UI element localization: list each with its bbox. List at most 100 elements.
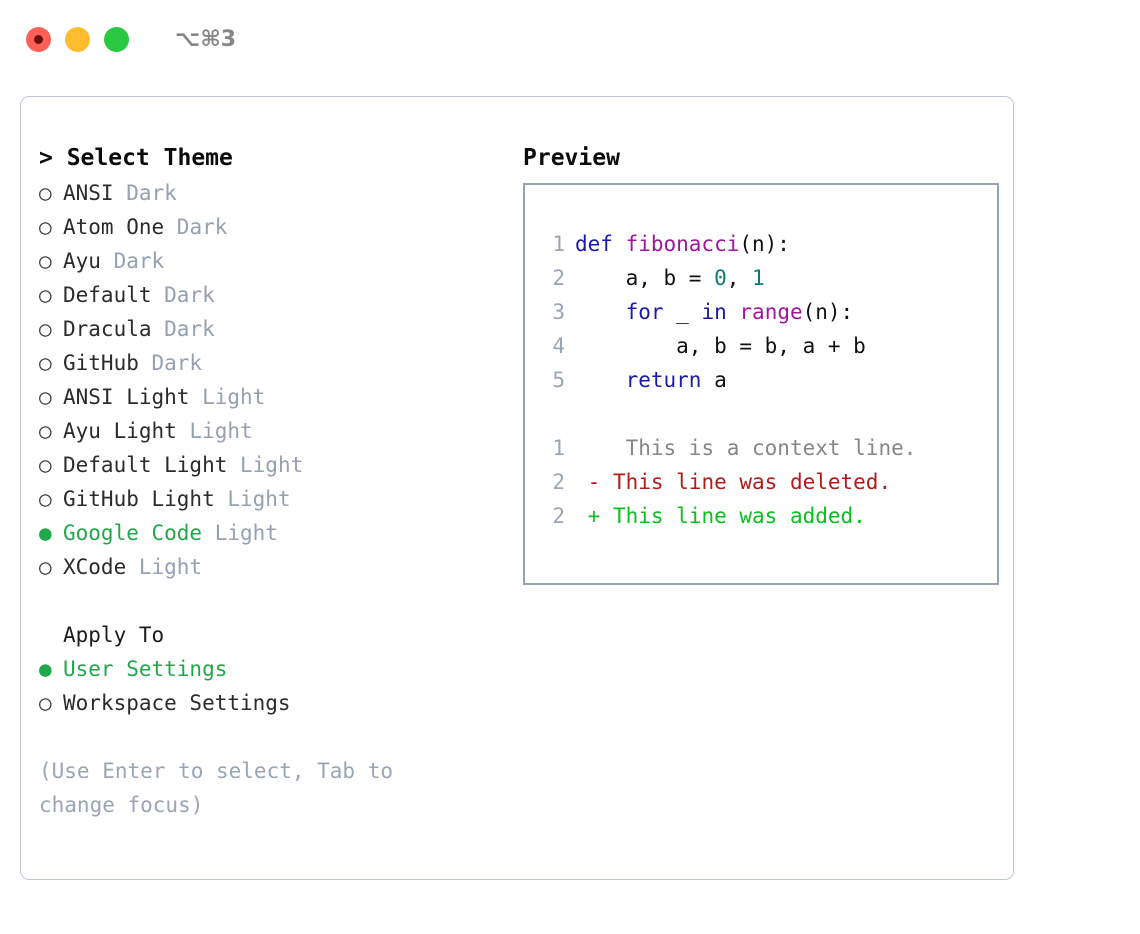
- code-line: 2 a, b = 0, 1: [541, 261, 997, 295]
- theme-list-item[interactable]: ○ANSI Dark: [39, 176, 509, 210]
- code-token-kw: for: [625, 300, 664, 324]
- code-line: 5 return a: [541, 363, 997, 397]
- apply-to-heading: Apply To: [63, 623, 165, 647]
- theme-list-item[interactable]: ○ ANSI Light Light: [39, 380, 509, 414]
- radio-unselected-icon: ○: [39, 453, 52, 477]
- line-number: 1: [552, 436, 565, 460]
- apply-to-option[interactable]: ○ Workspace Settings: [39, 686, 509, 720]
- radio-selected-icon: ●: [39, 521, 52, 545]
- theme-name-label: Default Light: [63, 453, 228, 477]
- radio-unselected-icon: ○: [39, 283, 52, 307]
- theme-list[interactable]: ○ ANSI Dark ○ Atom One Dark ○ Ayu Dark ○ Defaul…: [39, 176, 509, 584]
- diff-marker: +: [575, 504, 601, 528]
- code-token-num: 0: [714, 266, 727, 290]
- apply-to-label: Workspace Settings: [63, 691, 291, 715]
- theme-list-item[interactable]: ● Google Code Light: [39, 516, 509, 550]
- theme-name-label: ANSI Light: [63, 385, 190, 409]
- code-line: 3 for _ in range(n):: [541, 295, 997, 329]
- radio-unselected-icon: ○: [39, 555, 52, 579]
- code-token-var: a, b =: [575, 266, 715, 290]
- radio-unselected-icon: ○: [39, 385, 52, 409]
- radio-unselected-icon: ○: [39, 691, 52, 715]
- diff-marker: -: [575, 470, 601, 494]
- theme-name-label: Atom One: [63, 215, 165, 239]
- code-token-var: [727, 300, 740, 324]
- theme-list-item[interactable]: ○GitHub Dark: [39, 346, 509, 380]
- diff-line: 2 - This line was deleted.: [541, 465, 997, 499]
- code-token-var: [575, 300, 626, 324]
- diff-text: This line was added.: [600, 504, 866, 528]
- code-token-var: [575, 368, 626, 392]
- diff-line: 1 This is a context line.: [541, 431, 997, 465]
- line-number: 4: [552, 334, 565, 358]
- theme-name-label: Google Code: [63, 521, 203, 545]
- theme-list-item[interactable]: ○Default Dark: [39, 278, 509, 312]
- diff-sample: 1 This is a context line.2 - This line w…: [541, 431, 997, 533]
- theme-list-item[interactable]: ○ Ayu Dark: [39, 244, 509, 278]
- diff-text: This is a context line.: [600, 436, 917, 460]
- code-token-fn: range: [739, 300, 803, 324]
- theme-variant-tag: Dark: [164, 215, 228, 239]
- code-token-fn: fibonacci: [625, 232, 740, 256]
- diff-line: 2 + This line was added.: [541, 499, 997, 533]
- code-token-pun: ,: [726, 266, 753, 290]
- line-number: 5: [552, 368, 565, 392]
- traffic-lights: [26, 26, 129, 52]
- theme-variant-tag: Dark: [138, 351, 203, 375]
- theme-variant-tag: Light: [189, 385, 266, 409]
- radio-unselected-icon: ○: [39, 215, 52, 239]
- minimize-button-icon[interactable]: [65, 26, 90, 52]
- line-number: 1: [552, 232, 565, 256]
- select-theme-heading: > Select Theme: [39, 145, 233, 171]
- code-token-var: a, b = b, a + b: [575, 334, 866, 358]
- theme-variant-tag: Light: [202, 521, 278, 545]
- line-number: 2: [552, 266, 565, 290]
- theme-list-item[interactable]: ○ Atom One Dark: [39, 210, 509, 244]
- theme-variant-tag: Light: [214, 487, 291, 511]
- theme-name-label: GitHub Light: [63, 487, 215, 511]
- code-token-num: 1: [752, 266, 765, 290]
- theme-selection-column: > Select Theme ○ANSI Dark○Atom One Dark○…: [39, 141, 509, 879]
- keyboard-shortcut-label: ⌥⌘3: [175, 26, 237, 52]
- radio-unselected-icon: ○: [39, 351, 52, 375]
- maximize-button-icon[interactable]: [104, 26, 129, 52]
- apply-to-option[interactable]: ●User Settings: [39, 652, 509, 686]
- diff-text: This line was deleted.: [600, 470, 892, 494]
- theme-name-label: Ayu: [63, 249, 101, 273]
- radio-unselected-icon: ○: [39, 181, 52, 205]
- radio-selected-icon: ●: [39, 657, 52, 681]
- keyboard-hint-text: (Use Enter to select, Tab to change focu…: [39, 759, 406, 817]
- theme-name-label: ANSI: [63, 181, 114, 205]
- radio-unselected-icon: ○: [39, 419, 52, 443]
- theme-list-item[interactable]: ○ Ayu Light Light: [39, 414, 509, 448]
- code-token-pun: (n):: [802, 300, 854, 324]
- theme-name-label: Ayu Light: [63, 419, 177, 443]
- code-token-var: _: [663, 300, 702, 324]
- theme-name-label: XCode: [63, 555, 127, 579]
- code-token-pun: (n):: [739, 232, 790, 256]
- theme-picker-window: > Select Theme ○ANSI Dark○Atom One Dark○…: [20, 96, 1014, 880]
- close-button-icon[interactable]: [26, 26, 51, 52]
- code-line: 1 def fibonacci(n):: [541, 227, 997, 261]
- line-number: 2: [552, 504, 565, 528]
- theme-variant-tag: Light: [126, 555, 203, 579]
- theme-list-item[interactable]: ○ GitHub Light Light: [39, 482, 509, 516]
- code-token-kw: def: [575, 232, 626, 256]
- line-number: 3: [552, 300, 565, 324]
- theme-list-item[interactable]: ○Dracula Dark: [39, 312, 509, 346]
- theme-variant-tag: Light: [176, 419, 253, 443]
- theme-list-item[interactable]: ○Default Light Light: [39, 448, 509, 482]
- preview-heading: Preview: [523, 145, 620, 171]
- diff-marker: [575, 436, 600, 460]
- code-line: 4 a, b = b, a + b: [541, 329, 997, 363]
- code-token-var: a: [701, 368, 727, 392]
- apply-to-list[interactable]: ●User Settings ○ Workspace Settings: [39, 652, 509, 720]
- theme-list-item[interactable]: ○ XCode Light: [39, 550, 509, 584]
- radio-unselected-icon: ○: [39, 487, 52, 511]
- theme-name-label: Default: [63, 283, 152, 307]
- window-titlebar: ⌥⌘3: [0, 0, 1140, 78]
- theme-variant-tag: Dark: [100, 249, 165, 273]
- radio-unselected-icon: ○: [39, 249, 52, 273]
